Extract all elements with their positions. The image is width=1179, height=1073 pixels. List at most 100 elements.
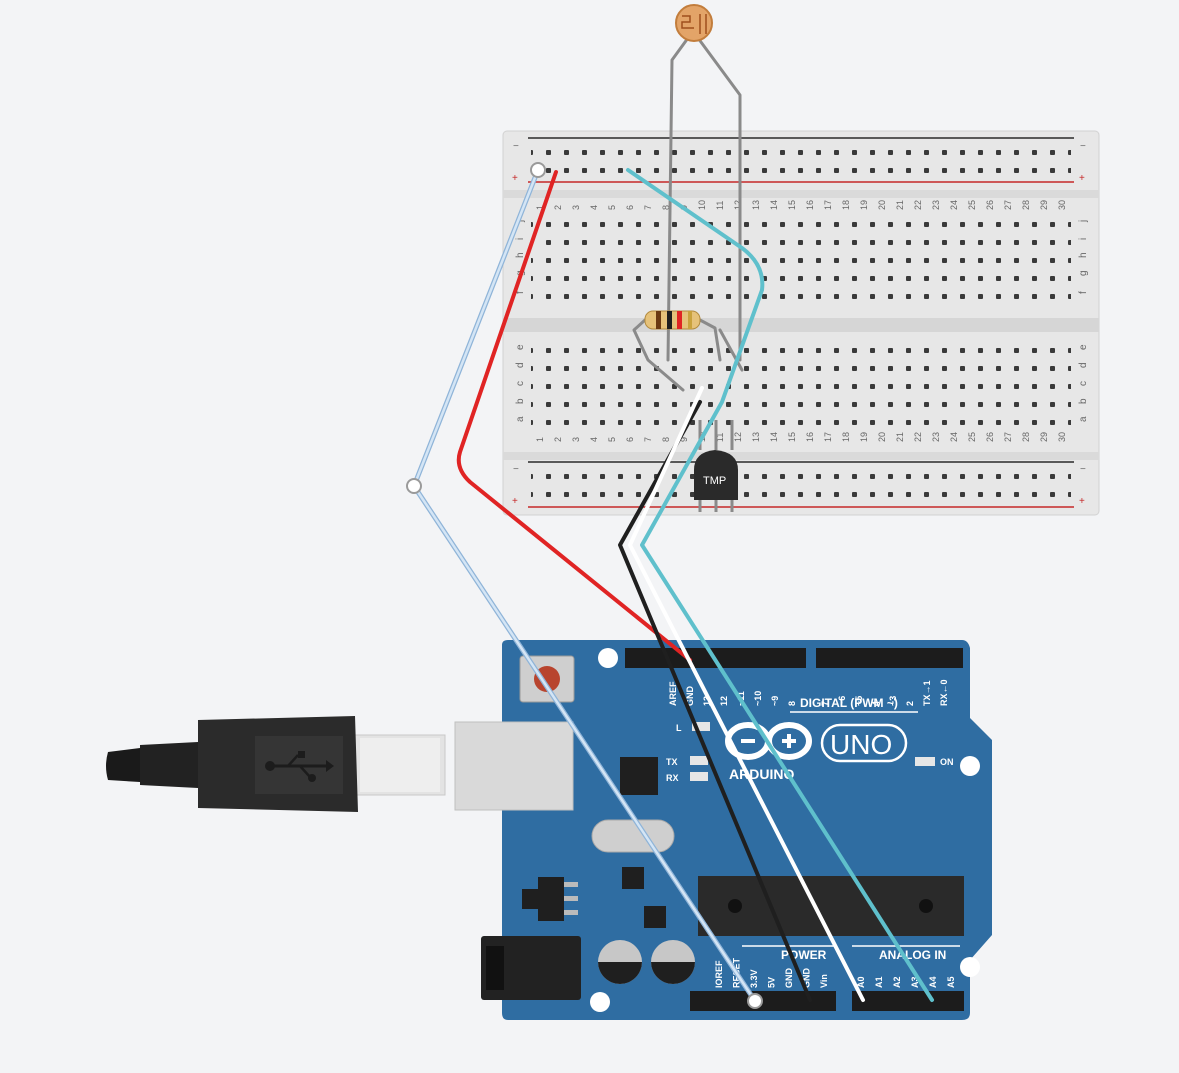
column-label: 8 bbox=[661, 437, 671, 442]
row-label: e bbox=[1078, 344, 1089, 350]
analog-pin-label: A4 bbox=[928, 976, 938, 988]
l-led bbox=[692, 722, 710, 731]
rail-minus-label-tr: − bbox=[1080, 141, 1086, 152]
analog-section-label: ANALOG IN bbox=[879, 948, 946, 962]
usb-b-socket bbox=[454, 721, 574, 811]
column-label: 14 bbox=[769, 200, 779, 210]
column-label: 23 bbox=[931, 432, 941, 442]
power-pin-label: IOREF bbox=[714, 960, 724, 988]
column-label: 21 bbox=[895, 432, 905, 442]
digital-pin-label: ~5 bbox=[854, 696, 864, 706]
digital-header-right[interactable] bbox=[816, 648, 963, 668]
row-label: e bbox=[515, 344, 526, 350]
row-label: d bbox=[515, 362, 526, 368]
column-label: 7 bbox=[643, 437, 653, 442]
on-led-label: ON bbox=[940, 757, 954, 767]
uno-model-text: UNO bbox=[830, 729, 892, 760]
top-terminal-holes[interactable] bbox=[531, 213, 1071, 303]
column-label: 27 bbox=[1003, 200, 1013, 210]
crystal-oscillator bbox=[591, 819, 675, 853]
power-pin-label: GND bbox=[784, 968, 794, 989]
column-label: 3 bbox=[571, 437, 581, 442]
column-label: 11 bbox=[715, 201, 725, 210]
row-label: h bbox=[1078, 252, 1089, 258]
row-label: b bbox=[1078, 398, 1089, 404]
column-label: 1 bbox=[535, 205, 545, 210]
wire-light-blue[interactable] bbox=[406, 162, 763, 1009]
column-label: 28 bbox=[1021, 200, 1031, 210]
row-label: a bbox=[1078, 416, 1089, 422]
column-label: 12 bbox=[733, 432, 743, 442]
bottom-terminal-holes[interactable] bbox=[531, 339, 1071, 429]
column-label: 13 bbox=[751, 200, 761, 210]
column-label: 28 bbox=[1021, 432, 1031, 442]
column-label: 17 bbox=[823, 200, 833, 210]
mounting-hole-4 bbox=[590, 992, 610, 1012]
tmp-sensor-label: TMP bbox=[703, 475, 726, 487]
digital-pin-label: ~9 bbox=[770, 696, 780, 706]
power-pin-label: GND bbox=[802, 968, 812, 989]
column-label: 1 bbox=[535, 437, 545, 442]
wire-red[interactable] bbox=[456, 170, 692, 662]
analog-pin-label: A1 bbox=[874, 976, 884, 988]
column-label: 30 bbox=[1057, 432, 1067, 442]
wire-white[interactable] bbox=[628, 386, 865, 1002]
dc-power-jack bbox=[481, 936, 581, 1000]
capacitor-2 bbox=[651, 940, 695, 984]
photoresistor-ldr[interactable] bbox=[666, 4, 742, 362]
resistor[interactable] bbox=[632, 310, 722, 392]
column-label: 5 bbox=[607, 437, 617, 442]
column-label: 15 bbox=[787, 200, 797, 210]
column-label: 20 bbox=[877, 200, 887, 210]
rail-plus-label-bl: + bbox=[512, 496, 518, 507]
analog-pin-label: A0 bbox=[856, 976, 866, 988]
column-label: 11 bbox=[715, 433, 725, 442]
atmega-microcontroller bbox=[698, 876, 964, 936]
digital-pin-label: 2 bbox=[905, 701, 915, 706]
column-label: 18 bbox=[841, 200, 851, 210]
column-label: 26 bbox=[985, 432, 995, 442]
usb-symbol-icon bbox=[265, 751, 334, 782]
analog-header[interactable] bbox=[852, 991, 964, 1011]
digital-section-label: DIGITAL (PWM ~) bbox=[800, 696, 898, 710]
column-label: 24 bbox=[949, 432, 959, 442]
top-rail-holes[interactable] bbox=[531, 141, 1071, 177]
reset-button[interactable] bbox=[519, 655, 575, 703]
analog-pin-label: A5 bbox=[946, 976, 956, 988]
column-label: 18 bbox=[841, 432, 851, 442]
column-label: 6 bbox=[625, 437, 635, 442]
rail-minus-label-bl: − bbox=[513, 464, 519, 475]
digital-pin-label: 8 bbox=[787, 701, 797, 706]
column-label: 12 bbox=[733, 200, 743, 210]
usb-chip bbox=[620, 757, 658, 795]
tx-led bbox=[690, 756, 708, 765]
column-label: 15 bbox=[787, 432, 797, 442]
usb-cable[interactable] bbox=[106, 716, 446, 812]
column-label: 30 bbox=[1057, 200, 1067, 210]
column-label: 13 bbox=[751, 432, 761, 442]
column-label: 25 bbox=[967, 432, 977, 442]
column-label: 8 bbox=[661, 205, 671, 210]
rail-minus-label-tl: − bbox=[513, 141, 519, 152]
column-label: 22 bbox=[913, 200, 923, 210]
row-label: f bbox=[515, 291, 526, 294]
row-label: c bbox=[1078, 381, 1089, 386]
power-pin-label: Vin bbox=[819, 974, 829, 988]
tx-led-label: TX bbox=[666, 757, 678, 767]
row-label: b bbox=[515, 398, 526, 404]
rail-minus-label-br: − bbox=[1080, 464, 1086, 475]
rail-plus-label-br: + bbox=[1079, 496, 1085, 507]
wire-cyan[interactable] bbox=[626, 168, 934, 1002]
column-label: 24 bbox=[949, 200, 959, 210]
column-label: 29 bbox=[1039, 200, 1049, 210]
tmp-temperature-sensor[interactable]: TMP bbox=[694, 420, 738, 512]
rail-plus-label-tl: + bbox=[512, 173, 518, 184]
small-chip bbox=[622, 867, 644, 889]
bottom-rail-holes[interactable] bbox=[531, 465, 1071, 501]
rail-plus-label-tr: + bbox=[1079, 173, 1085, 184]
digital-pin-label: GND bbox=[685, 686, 695, 707]
